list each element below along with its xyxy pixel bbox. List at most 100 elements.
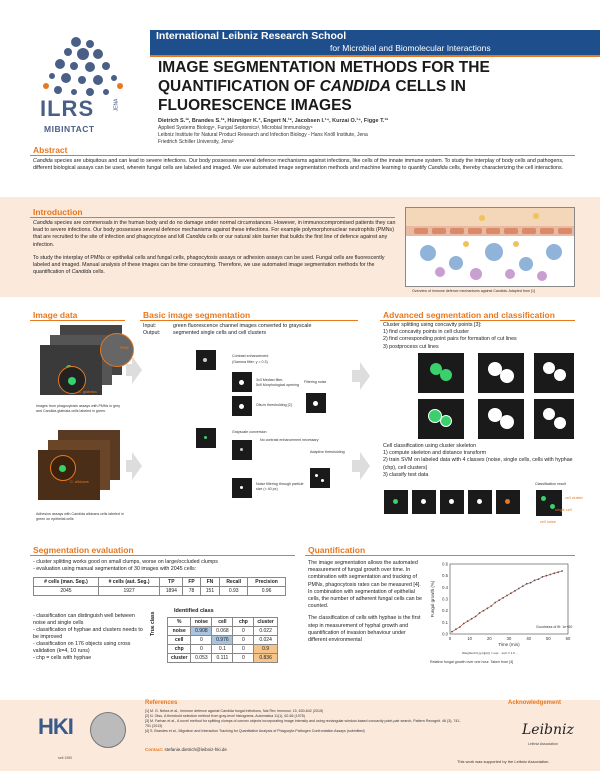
eval-bullet-2: - evaluation using manual segmentation o… <box>33 566 197 573</box>
label-noise: cell noise <box>540 520 556 524</box>
step-contrast: Contrast enhancement <box>232 354 269 358</box>
quant-paragraph-2: The classification of cells with hyphae … <box>308 615 421 644</box>
class-bullet-1: - classification can distinguish well be… <box>33 613 135 626</box>
table-cell: 1927 <box>97 586 161 596</box>
image-data-caption-2: Adhesion assays with Candida albicans ce… <box>36 512 124 521</box>
pipeline-image-7 <box>310 468 330 488</box>
confusion-header-cell: chp <box>232 617 255 627</box>
confusion-header-cell: cell <box>211 617 234 627</box>
cell-blob <box>203 358 207 362</box>
step-opening: 5x5 Morphological opening <box>256 383 299 387</box>
cluster-image-1 <box>418 353 464 393</box>
references-list: [1] M. G. Netea et al., Immune defence a… <box>145 709 465 734</box>
pipeline-image-2 <box>232 372 252 392</box>
x-axis-label: Time (min) <box>498 642 520 647</box>
fit-note: Weighted D₀(γ,k|μ(t)) = exp... sum ± 1.0… <box>462 651 519 655</box>
abstract-body-end: cells, thereby characterizing the cell i… <box>447 165 564 172</box>
abstract-rule <box>30 155 575 156</box>
flow-arrow <box>360 452 370 480</box>
x-tick-label: 50 <box>546 636 551 641</box>
cell-blob <box>543 408 555 420</box>
cluster-image-6 <box>534 399 574 439</box>
class-image-3 <box>440 490 464 514</box>
cell-blob <box>421 499 426 504</box>
cluster-image-5 <box>478 399 524 439</box>
acknowledgement-title: Acknowledgement <box>508 700 562 706</box>
data-point <box>506 594 508 597</box>
x-tick-label: 40 <box>526 636 531 641</box>
x-tick-label: 60 <box>566 636 571 641</box>
confusion-cell: 0 <box>232 635 255 645</box>
cluster-image-2 <box>478 353 524 393</box>
data-point <box>537 578 540 581</box>
chart-points <box>451 570 563 633</box>
leibniz-logo-sub: Leibniz Association <box>528 742 558 746</box>
classification-bullets: - classification can distinguish well be… <box>33 613 148 662</box>
classification-heading: Cell classification using cluster skelet… <box>383 443 477 449</box>
pmn-label: PMN <box>120 346 129 350</box>
logo-sub: MIBINTACT <box>44 124 95 134</box>
cell-blob <box>321 479 324 482</box>
flow-arrow-shaft <box>126 364 132 376</box>
data-point <box>514 589 516 592</box>
data-point <box>561 570 563 572</box>
fit-line <box>451 570 563 632</box>
table-header-cell: FP <box>182 577 201 587</box>
data-point <box>521 585 524 588</box>
table-header-cell: Recall <box>219 577 249 587</box>
y-axis-label: Fungal growth (%) <box>430 580 435 617</box>
table-cell: 2045 <box>33 586 99 596</box>
eval-bullet-1: - cluster splitting works good on small … <box>33 559 218 565</box>
table-header-cell: TP <box>159 577 184 587</box>
data-point <box>517 587 520 590</box>
albicans-label: C. albicans <box>70 480 89 484</box>
contact-email[interactable]: stefanie.dietrich@leibniz-hki.de <box>164 747 227 752</box>
intro-p1-end: cells or our natural skin barrier that b… <box>33 234 388 248</box>
classification-step-1: 1) compute skeleton and distance transfo… <box>383 450 487 457</box>
confusion-header-cell: noise <box>190 617 213 627</box>
confusion-cell: 0 <box>232 626 255 636</box>
data-point <box>451 630 453 633</box>
data-point <box>474 615 477 618</box>
step-otsu: Otsu's thresholding [2] <box>256 403 292 407</box>
y-tick-label: 0.2 <box>442 608 448 613</box>
flow-arrow <box>132 356 142 384</box>
data-point <box>545 574 548 577</box>
data-point <box>498 599 501 602</box>
pipeline-image-4 <box>232 396 252 416</box>
intro-p1: species are commensals in the human body… <box>33 220 396 241</box>
data-point <box>549 573 552 576</box>
table-header-cell: Precision <box>247 577 286 587</box>
cluster-splitting-text: Cluster splitting using concavity points… <box>383 322 578 351</box>
confusion-row-label: cell <box>166 635 192 645</box>
confusion-cell: 0.022 <box>253 626 278 636</box>
introduction-title: Introduction <box>33 207 83 217</box>
confusion-axis: True class <box>150 611 156 636</box>
confusion-cell: 0.976 <box>211 635 234 645</box>
x-tick-label: 10 <box>467 636 472 641</box>
quantification-rule <box>305 555 575 556</box>
data-point <box>490 605 493 607</box>
data-point <box>478 612 481 614</box>
pipeline-image-5 <box>196 428 216 448</box>
step-contrast-detail: (Gamma filter, γ = 0.3) <box>232 360 268 364</box>
confusion-cell: 0.1 <box>211 644 234 654</box>
data-point <box>470 617 473 620</box>
confusion-cell: 0.068 <box>211 626 234 636</box>
confusion-header-cell: % <box>166 617 192 627</box>
table-cell: 78 <box>182 586 201 596</box>
flow-arrow-shaft <box>352 370 360 382</box>
cluster-step-1: 1) find concavity points in cell cluster <box>383 329 469 336</box>
introduction-text: Candida species are commensals in the hu… <box>33 220 398 276</box>
y-tick-label: 0.1 <box>442 620 448 625</box>
header-band <box>150 30 600 55</box>
introduction-figure-caption: Overview of immune defence mechanisms ag… <box>412 289 536 293</box>
title-line3: FLUORESCENCE IMAGES <box>158 97 352 114</box>
affiliation-3: Friedrich Schiller University, Jena² <box>158 139 234 145</box>
cell-blob <box>550 504 555 509</box>
hki-logo-text: HKI <box>38 714 74 739</box>
school-subtitle: for Microbial and Biomolecular Interacti… <box>330 43 491 53</box>
